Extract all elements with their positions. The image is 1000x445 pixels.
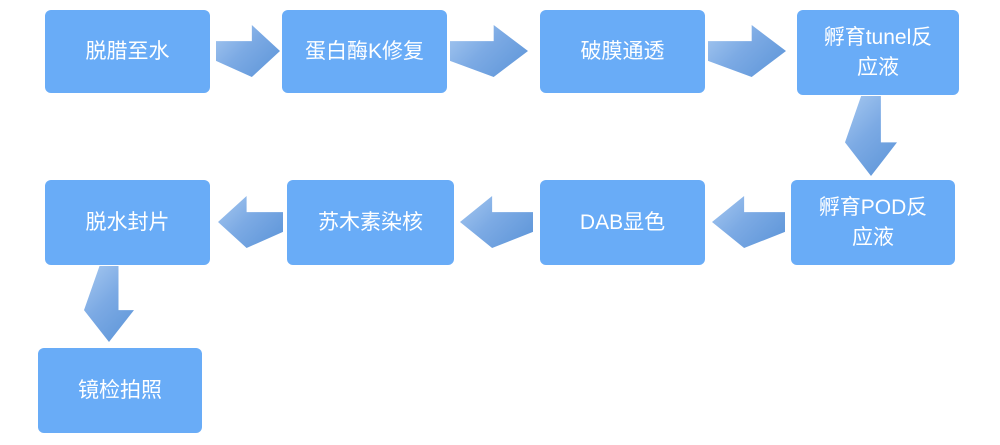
arrow-left-icon xyxy=(460,196,533,248)
flow-step-label: 破膜通透 xyxy=(580,39,665,63)
flow-step-label: 孵育tunel反 应液 xyxy=(823,26,933,79)
flow-step-dewax-to-water: 脱腊至水 xyxy=(45,10,210,93)
arrow-right-icon xyxy=(450,25,528,77)
flow-step-dab-coloration: DAB显色 xyxy=(540,180,705,265)
arrow-left-icon xyxy=(712,196,785,248)
arrow-down-icon xyxy=(845,96,897,176)
flow-step-hematoxylin-staining: 苏木素染核 xyxy=(287,180,454,265)
arrow-down-icon xyxy=(84,266,134,342)
flow-step-label: 脱腊至水 xyxy=(85,39,170,63)
flow-step-tunel-incubation: 孵育tunel反 应液 xyxy=(797,10,959,95)
flow-step-pod-incubation: 孵育POD反 应液 xyxy=(791,180,955,265)
arrow-left-icon xyxy=(218,196,283,248)
flow-step-label: 孵育POD反 应液 xyxy=(818,196,928,249)
arrow-right-icon xyxy=(216,25,280,77)
arrow-right-icon xyxy=(708,25,786,77)
flow-step-label: DAB显色 xyxy=(579,210,666,234)
flow-step-label: 苏木素染核 xyxy=(318,210,423,234)
flow-step-microscopy-photograph: 镜检拍照 xyxy=(38,348,202,433)
flow-step-dehydrate-mount: 脱水封片 xyxy=(45,180,210,265)
flow-step-membrane-permeabilization: 破膜通透 xyxy=(540,10,705,93)
flow-step-proteinase-k-repair: 蛋白酶K修复 xyxy=(282,10,447,93)
flow-step-label: 蛋白酶K修复 xyxy=(304,39,424,63)
flow-step-label: 镜检拍照 xyxy=(78,378,162,402)
flow-step-label: 脱水封片 xyxy=(85,210,170,234)
